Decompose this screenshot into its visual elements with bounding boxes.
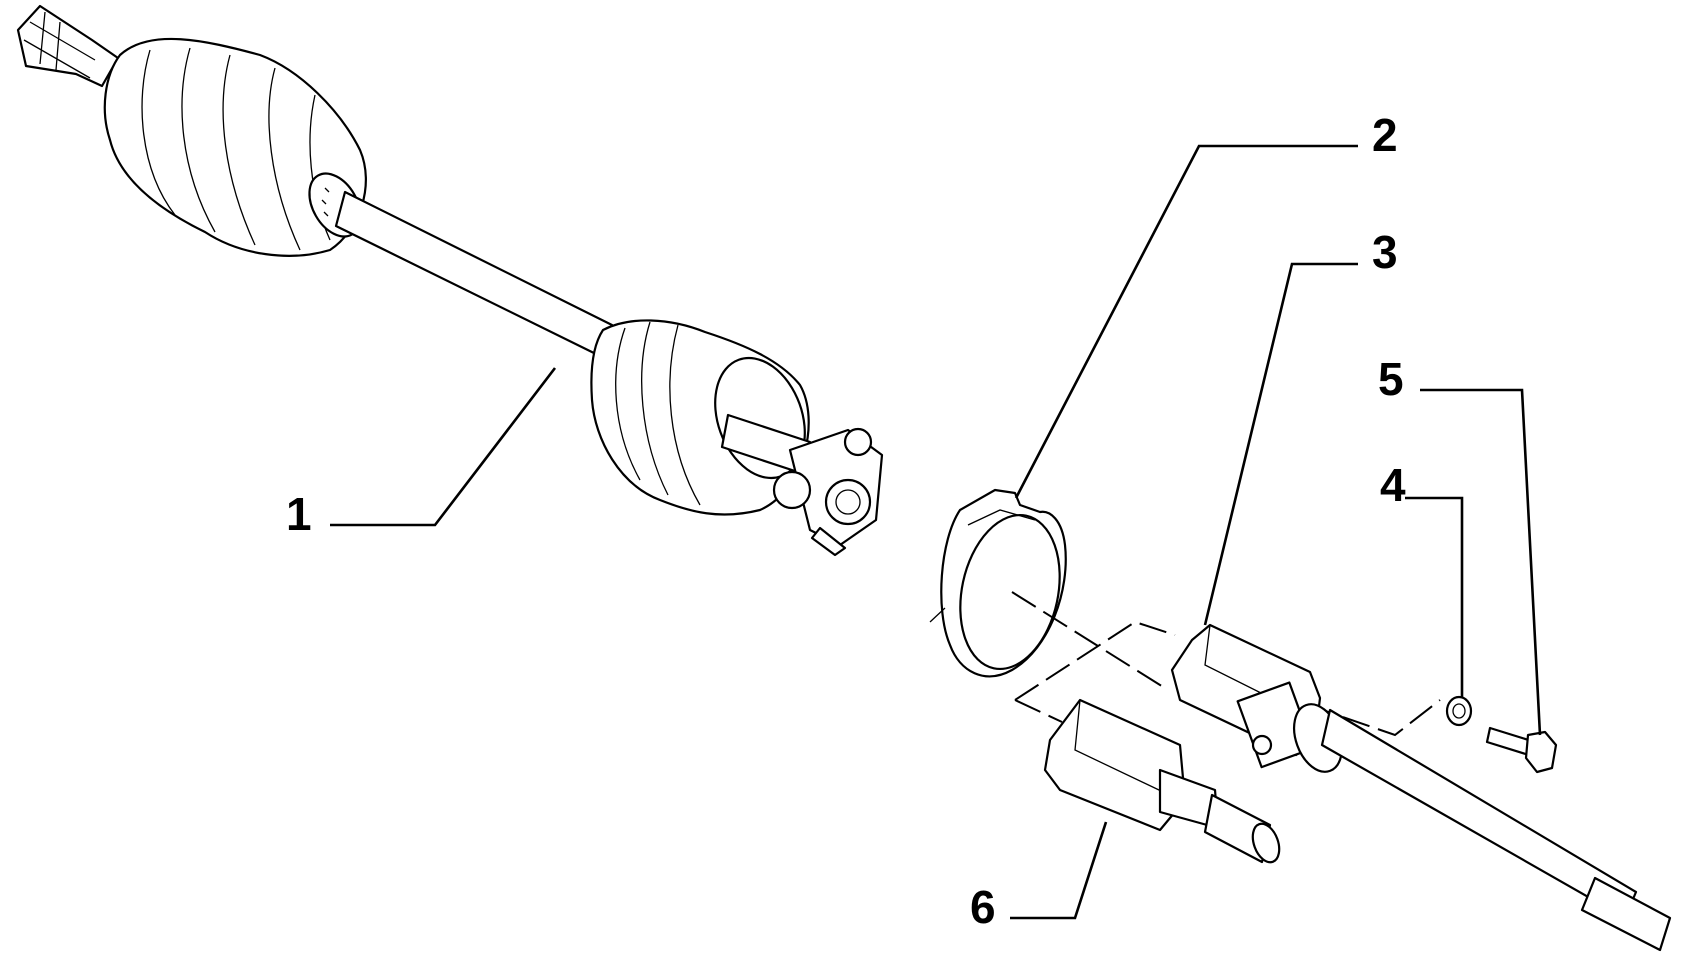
leader-4 [1405, 496, 1464, 698]
leader-3 [1203, 262, 1358, 626]
callout-3: 3 [1372, 226, 1398, 278]
callout-5: 5 [1378, 353, 1404, 405]
assembly-guide-lines [1011, 591, 1441, 737]
part-4-washer[interactable] [1445, 695, 1473, 727]
callout-4: 4 [1380, 459, 1406, 511]
callout-2: 2 [1372, 109, 1398, 161]
shaft-bar [334, 190, 614, 358]
part-5-bolt[interactable] [1485, 726, 1558, 774]
callout-6: 6 [970, 881, 996, 933]
leader-5 [1420, 388, 1542, 736]
outer-cv-boot [103, 37, 367, 257]
tripod-joint [720, 413, 884, 557]
part-6-joint-housing[interactable] [1043, 698, 1284, 866]
part-3-inner-shaft-assembly[interactable] [1170, 623, 1672, 952]
leader-6 [1010, 821, 1108, 920]
leader-2 [1014, 144, 1358, 499]
part-2-clamp-ring[interactable] [929, 488, 1073, 678]
shaft-spline-stub [16, 4, 120, 88]
callout-1: 1 [286, 488, 312, 540]
leader-lines [330, 144, 1542, 920]
leader-1 [330, 367, 557, 527]
part-1-drive-shaft[interactable] [16, 4, 884, 557]
